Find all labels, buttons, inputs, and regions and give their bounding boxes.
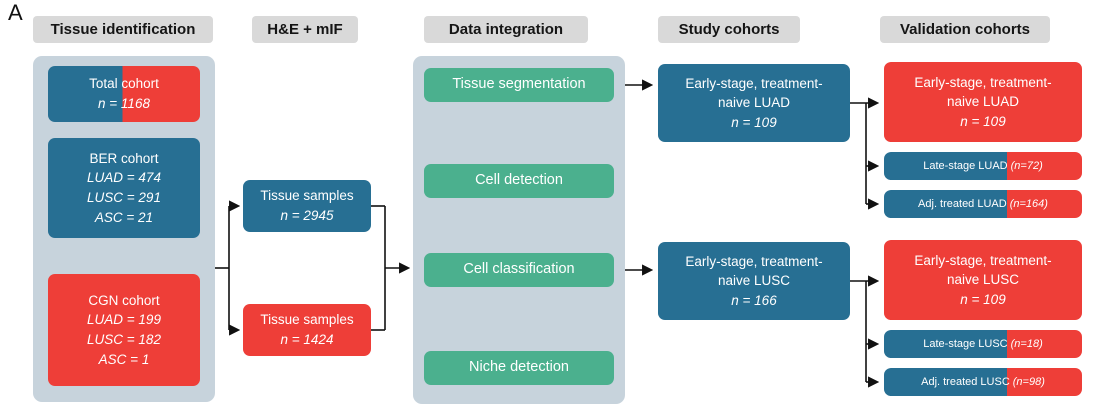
validation-luad-adj-box: Adj. treated LUAD (n=164) bbox=[884, 190, 1082, 218]
study-cohort-lusc-box: Early-stage, treatment- naive LUSC n = 1… bbox=[658, 242, 850, 320]
validation-lusc-late-n: (n=18) bbox=[1010, 337, 1043, 350]
ber-lusc-count: LUSC = 291 bbox=[87, 190, 161, 205]
cgn-cohort-title: CGN cohort bbox=[88, 292, 160, 308]
step-cell-detection: Cell detection bbox=[424, 164, 614, 198]
ber-luad-count: LUAD = 474 bbox=[87, 170, 161, 186]
study-cohort-luad-box: Early-stage, treatment- naive LUAD n = 1… bbox=[658, 64, 850, 142]
validation-lusc-adj-label: Adj. treated LUSC bbox=[921, 375, 1010, 388]
validation-luad-main-box: Early-stage, treatment- naive LUAD n = 1… bbox=[884, 62, 1082, 142]
validation-lusc-late-box: Late-stage LUSC (n=18) bbox=[884, 330, 1082, 358]
cgn-cohort-box: CGN cohort LUAD = 199 LUSC = 182 ASC = 1 bbox=[48, 274, 200, 386]
tissue-samples-mif-box: Tissue samples n = 1424 bbox=[243, 304, 371, 356]
validation-luad-late-label: Late-stage LUAD bbox=[923, 159, 1008, 172]
ber-asc-count: ASC = 21 bbox=[94, 209, 154, 225]
panel-label: A bbox=[8, 0, 23, 25]
validation-lusc-n: n = 109 bbox=[960, 291, 1006, 307]
step-tissue-segmentation: Tissue segmentation bbox=[424, 68, 614, 102]
step-niche-detection: Niche detection bbox=[424, 351, 614, 385]
validation-lusc-line1: Early-stage, treatment- bbox=[914, 252, 1052, 268]
study-lusc-line1: Early-stage, treatment- bbox=[685, 253, 823, 269]
validation-luad-line1: Early-stage, treatment- bbox=[914, 74, 1052, 90]
validation-luad-n: n = 109 bbox=[960, 113, 1006, 129]
tissue-samples-mif-label: Tissue samples bbox=[260, 312, 354, 328]
header-validation-cohorts: Validation cohorts bbox=[880, 16, 1050, 43]
cgn-asc-count: ASC = 1 bbox=[98, 351, 150, 367]
total-cohort-box: Total cohort n = 1168 bbox=[48, 66, 200, 122]
study-lusc-n: n = 166 bbox=[731, 292, 777, 308]
header-data-integration: Data integration bbox=[424, 16, 588, 43]
validation-lusc-late-label: Late-stage LUSC bbox=[923, 337, 1008, 350]
header-tissue-identification: Tissue identification bbox=[33, 16, 213, 43]
validation-lusc-main-box: Early-stage, treatment- naive LUSC n = 1… bbox=[884, 240, 1082, 320]
validation-luad-late-n: (n=72) bbox=[1010, 159, 1043, 172]
validation-lusc-adj-n: (n=98) bbox=[1012, 375, 1045, 388]
data-integration-group bbox=[413, 56, 625, 404]
validation-luad-line2: naive LUAD bbox=[946, 94, 1020, 110]
total-cohort-label: Total cohort bbox=[89, 76, 159, 92]
validation-luad-adj-label: Adj. treated LUAD bbox=[918, 197, 1007, 210]
study-luad-line1: Early-stage, treatment- bbox=[685, 75, 823, 91]
header-he-mif: H&E + mIF bbox=[252, 16, 358, 43]
ber-cohort-title: BER cohort bbox=[89, 150, 159, 166]
header-study-cohorts: Study cohorts bbox=[658, 16, 800, 43]
validation-lusc-line2: naive LUSC bbox=[946, 272, 1020, 288]
study-luad-n: n = 109 bbox=[731, 114, 777, 130]
study-lusc-line2: naive LUSC bbox=[717, 273, 791, 289]
step-cell-classification: Cell classification bbox=[424, 253, 614, 287]
ber-cohort-box: BER cohort LUAD = 474 LUSC = 291 ASC = 2… bbox=[48, 138, 200, 238]
cgn-lusc-count: LUSC = 182 bbox=[87, 332, 161, 347]
cgn-luad-count: LUAD = 199 bbox=[87, 312, 161, 328]
validation-luad-late-box: Late-stage LUAD (n=72) bbox=[884, 152, 1082, 180]
tissue-samples-he-n: n = 2945 bbox=[280, 208, 334, 223]
tissue-samples-mif-n: n = 1424 bbox=[280, 332, 334, 347]
validation-lusc-adj-box: Adj. treated LUSC (n=98) bbox=[884, 368, 1082, 396]
total-cohort-n: n = 1168 bbox=[98, 96, 150, 111]
validation-luad-adj-n: (n=164) bbox=[1009, 197, 1048, 210]
tissue-samples-he-label: Tissue samples bbox=[260, 188, 354, 204]
study-luad-line2: naive LUAD bbox=[717, 95, 791, 111]
tissue-samples-he-box: Tissue samples n = 2945 bbox=[243, 180, 371, 232]
